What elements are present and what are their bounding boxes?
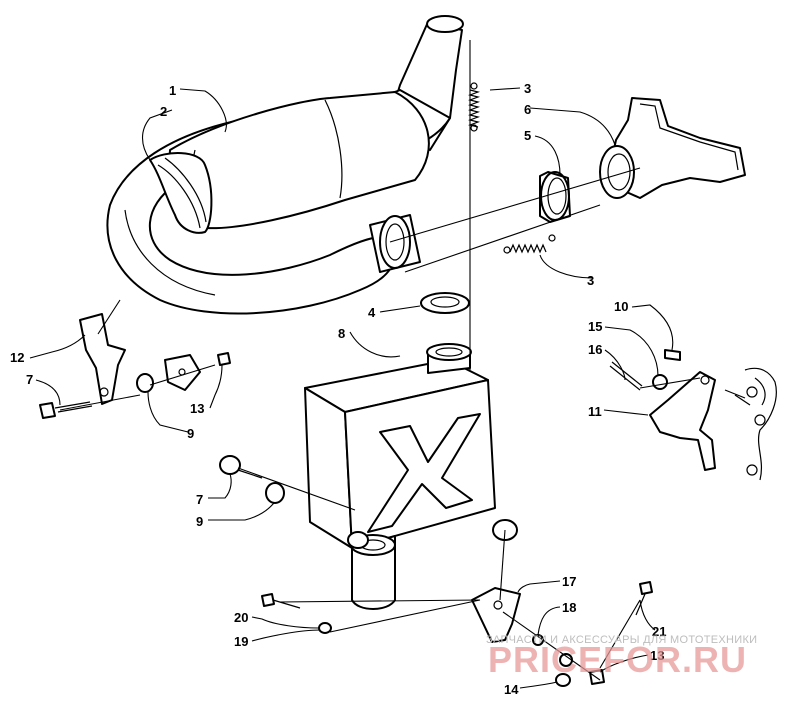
mounting-bracket-left-part [79, 313, 126, 405]
callout-20: 20 [234, 610, 248, 625]
callout-11: 11 [588, 404, 602, 419]
callout-7-center: 7 [196, 492, 203, 507]
callout-14: 14 [504, 682, 519, 697]
callout-4: 4 [368, 305, 376, 320]
callout-7-left: 7 [26, 372, 33, 387]
callout-9-center: 9 [196, 514, 203, 529]
bracket-plate-part [164, 352, 231, 391]
callout-21: 21 [652, 624, 666, 639]
callout-1: 1 [169, 83, 176, 98]
callout-18: 18 [562, 600, 576, 615]
gasket-part [420, 292, 470, 314]
lower-bracket-part [471, 587, 521, 643]
callout-8: 8 [338, 326, 345, 341]
exhaust-manifold-part [599, 97, 746, 199]
watermark-brand: PRICEFOR.RU [488, 639, 747, 680]
callout-13-left: 13 [190, 401, 204, 416]
callout-3-upper: 3 [524, 81, 531, 96]
callout-leaders [29, 87, 674, 689]
callout-15: 15 [588, 319, 602, 334]
callout-6: 6 [524, 102, 531, 117]
callout-3-lower: 3 [587, 273, 594, 288]
callout-labels: 1 2 3 3 4 5 6 7 7 8 9 9 10 11 12 13 13 1… [10, 81, 666, 697]
callout-16: 16 [588, 342, 602, 357]
callout-12: 12 [10, 350, 24, 365]
bushing-center-part [265, 482, 285, 504]
assembly-lines [59, 40, 746, 681]
callout-17: 17 [562, 574, 576, 589]
callout-13-lower: 13 [650, 648, 664, 663]
muffler-part [304, 343, 518, 610]
seal-ring-part [539, 171, 571, 223]
callout-19: 19 [234, 634, 248, 649]
watermark: ЗАПЧАСТИ И АКСЕССУАРЫ ДЛЯ МОТОТЕХНИКИ PR… [486, 634, 757, 680]
watermark-caption: ЗАПЧАСТИ И АКСЕССУАРЫ ДЛЯ МОТОТЕХНИКИ [486, 634, 757, 646]
bushing-left-part [136, 373, 154, 393]
callout-10: 10 [614, 299, 628, 314]
exhaust-pipe-part [106, 15, 464, 315]
bolt-left-part [39, 401, 93, 419]
callout-5: 5 [524, 128, 531, 143]
callout-9-left: 9 [187, 426, 194, 441]
spring-upper-part [467, 82, 481, 132]
mounting-bracket-right-part [609, 349, 777, 481]
callout-2: 2 [160, 104, 167, 119]
spring-lower-part [503, 234, 556, 254]
